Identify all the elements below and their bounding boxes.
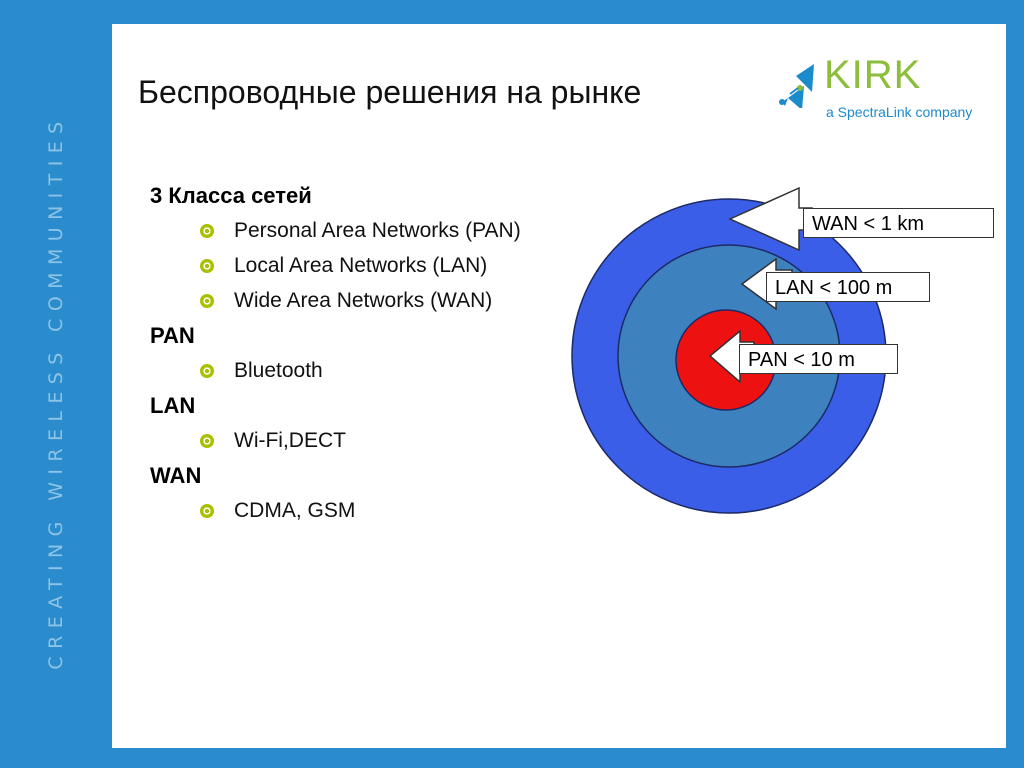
ring-bullet-icon xyxy=(200,259,214,273)
section-heading-lan: LAN xyxy=(150,393,196,418)
logo-wordmark: KIRK xyxy=(824,53,922,97)
section-heading-classes: 3 Класса сетей xyxy=(150,183,312,208)
list-item: Personal Area Networks (PAN) xyxy=(150,213,521,248)
wan-range-label: WAN < 1 km xyxy=(803,208,994,238)
outline-list: 3 Класса сетей Personal Area Networks (P… xyxy=(150,178,521,528)
pan-range-label: PAN < 10 m xyxy=(739,344,898,374)
logo-tagline: a SpectraLink company xyxy=(826,104,973,120)
ring-bullet-icon xyxy=(200,364,214,378)
list-item: Wi-Fi,DECT xyxy=(150,423,521,458)
sidebar-tagline: CREATING WIRELESS COMMUNITIES xyxy=(45,114,67,670)
ring-bullet-icon xyxy=(200,504,214,518)
list-item: Local Area Networks (LAN) xyxy=(150,248,521,283)
section-heading-pan: PAN xyxy=(150,323,195,348)
ring-bullet-icon xyxy=(200,224,214,238)
network-range-diagram xyxy=(571,186,887,514)
slide-panel: Беспроводные решения на рынке KIRK a Spe… xyxy=(112,24,1006,748)
slide-title: Беспроводные решения на рынке xyxy=(138,74,642,110)
list-item: CDMA, GSM xyxy=(150,493,521,528)
section-heading-wan: WAN xyxy=(150,463,202,488)
lan-range-label: LAN < 100 m xyxy=(766,272,930,302)
list-item: Bluetooth xyxy=(150,353,521,388)
ring-bullet-icon xyxy=(200,434,214,448)
ring-bullet-icon xyxy=(200,294,214,308)
list-item: Wide Area Networks (WAN) xyxy=(150,283,521,318)
kirk-logo-icon xyxy=(779,64,814,108)
